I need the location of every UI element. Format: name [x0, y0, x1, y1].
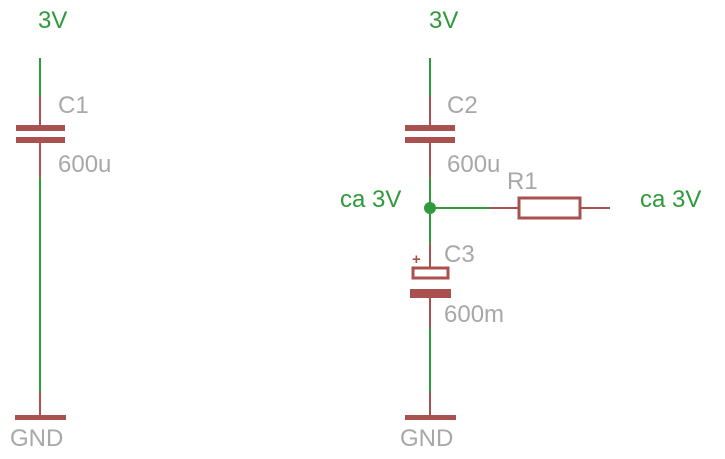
left-supply-label: 3V: [38, 7, 67, 34]
node-label-left: ca 3V: [340, 186, 401, 213]
c1-plate-bottom: [16, 137, 65, 143]
c2-name-label: C2: [447, 92, 478, 119]
left-circuit: 3V C1 600u GND: [10, 7, 111, 452]
capacitor-c3[interactable]: [410, 243, 451, 328]
left-ground-label: GND: [10, 425, 63, 452]
right-ground-bar: [405, 415, 456, 420]
r1-name-label: R1: [507, 168, 538, 195]
right-supply-label: 3V: [429, 7, 458, 34]
junction-dot: [424, 202, 436, 214]
c1-name-label: C1: [58, 92, 89, 119]
c1-value-label: 600u: [58, 151, 111, 178]
right-ground-label: GND: [400, 425, 453, 452]
c2-plate-bottom: [405, 137, 455, 143]
capacitor-c1[interactable]: [16, 96, 65, 178]
c3-polarity-mark: +: [412, 251, 421, 268]
c2-value-label: 600u: [447, 151, 500, 178]
c3-plate-top: [411, 266, 450, 280]
c3-plate-bottom: [410, 289, 451, 298]
left-ground-bar: [15, 415, 66, 420]
capacitor-c2[interactable]: [405, 96, 455, 178]
right-ground-symbol[interactable]: [405, 392, 456, 420]
left-ground-symbol[interactable]: [15, 392, 66, 420]
resistor-r1[interactable]: [490, 196, 610, 220]
c3-name-label: C3: [444, 241, 475, 268]
r1-body: [517, 196, 582, 220]
right-circuit: 3V C2 600u ca 3V R1 ca 3V + C3 600m: [340, 7, 701, 452]
node-label-right: ca 3V: [640, 186, 701, 213]
c2-plate-top: [405, 125, 455, 131]
c1-plate-top: [16, 125, 65, 131]
c3-value-label: 600m: [444, 301, 504, 328]
